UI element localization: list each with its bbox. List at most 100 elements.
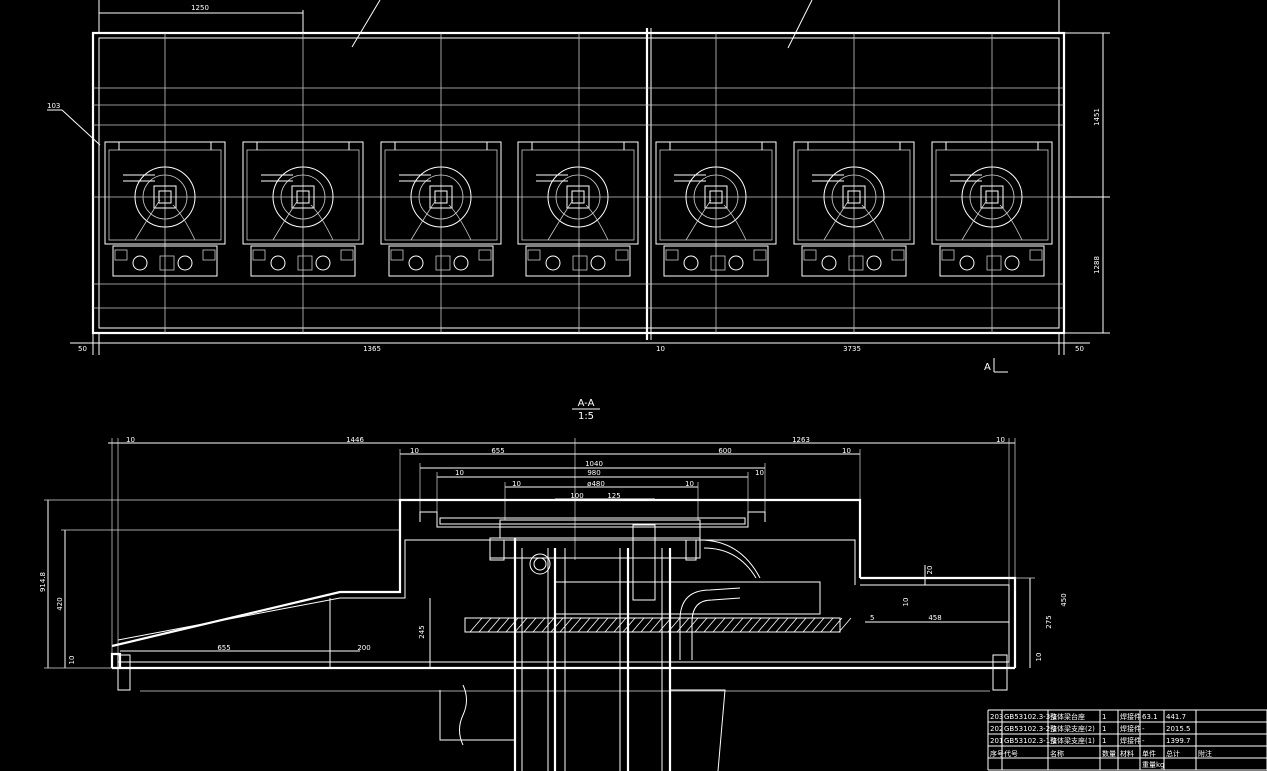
- hatch-line: [784, 617, 798, 633]
- plan-outer-frame: [91, 31, 1066, 335]
- table-cell: 1: [1102, 713, 1106, 721]
- pipe-elbow-outer: [679, 587, 741, 660]
- hatch-line: [532, 617, 546, 633]
- support-box: [554, 581, 821, 615]
- equipment-units: [104, 141, 1053, 277]
- table-cell: 焊接件: [1120, 724, 1141, 733]
- hatch-line: [559, 617, 573, 633]
- table-header-cell: 序号: [990, 749, 1004, 758]
- hatch-line: [469, 617, 483, 633]
- table-header-cell: 材料: [1120, 749, 1134, 758]
- right-box: [860, 576, 1017, 668]
- cover-plate: [419, 511, 766, 528]
- hatch-line: [802, 617, 816, 633]
- table-cell: 202: [990, 725, 1003, 733]
- table-header-cell: 附注: [1198, 749, 1212, 758]
- section-view: A-A 1:5 10 1446 1263 10 10 655 600 10 10…: [39, 398, 1068, 771]
- section-title: A-A: [578, 398, 595, 409]
- dim-600: 600: [718, 447, 731, 455]
- break-line: [459, 684, 467, 746]
- dim-458: 458: [928, 614, 941, 622]
- dim-125: 125: [607, 492, 620, 500]
- table-cell: 1: [1102, 737, 1106, 745]
- dim-100: 100: [570, 492, 583, 500]
- cover-outline: [111, 498, 862, 648]
- table-cell: GB53102.3-3-1: [1004, 713, 1057, 721]
- left-foot: [110, 652, 122, 668]
- dim-10-c: 10: [410, 447, 419, 455]
- dim-10-e: 10: [455, 469, 464, 477]
- hatch-line: [595, 617, 609, 633]
- equipment-unit: [793, 141, 915, 277]
- table-cell: 整体梁支座(1): [1050, 736, 1095, 745]
- hatch-line: [667, 617, 681, 633]
- hatch-line: [550, 617, 564, 633]
- plan-grid: [93, 33, 1064, 333]
- bolt-right-small: [685, 539, 697, 561]
- dim-450: 450: [1060, 593, 1068, 606]
- hub-top: [499, 519, 701, 539]
- table-cell: GB53102.3-1-1: [1004, 737, 1057, 745]
- hatch-line: [775, 617, 789, 633]
- equipment-unit: [242, 141, 364, 277]
- dim-1365: 1365: [363, 345, 381, 353]
- dim-1446: 1446: [346, 436, 364, 444]
- hatch-line: [820, 617, 834, 633]
- hatch-line: [739, 617, 753, 633]
- dim-200: 200: [357, 644, 370, 652]
- right-box-inner: [860, 584, 1010, 662]
- table-cell: 63.1: [1142, 713, 1158, 721]
- hatch-line: [649, 617, 663, 633]
- dim-980: 980: [587, 469, 600, 477]
- table-cell: 201: [990, 737, 1003, 745]
- dim-10-a: 10: [126, 436, 135, 444]
- table-cell: 203: [990, 713, 1003, 721]
- dim-275: 275: [1045, 615, 1053, 628]
- beam-hatching: [469, 617, 852, 633]
- bolt-left: [489, 539, 505, 561]
- dim-20: 20: [926, 566, 934, 575]
- dim-10-j: 10: [902, 598, 910, 607]
- cover-inner: [117, 539, 856, 641]
- hatch-line: [577, 617, 591, 633]
- cable-2: [703, 547, 757, 579]
- cable: [699, 539, 761, 579]
- dim-10-k: 10: [1035, 653, 1043, 662]
- plan-view: 1250 103 1451 1288 50 1365 10 3735 50 A: [47, 0, 1110, 373]
- section-marker-a: A: [984, 362, 991, 373]
- dim-5: 5: [870, 614, 874, 622]
- hatch-line: [676, 617, 690, 633]
- dim-655-b: 655: [217, 644, 230, 652]
- table-header-cell: 总计: [1166, 749, 1180, 758]
- dim-10-f: 10: [755, 469, 764, 477]
- lower-right-block: [670, 689, 726, 771]
- hatch-line: [478, 617, 492, 633]
- table-cell: GB53102.3-2-1: [1004, 725, 1057, 733]
- hatch-line: [604, 617, 618, 633]
- equipment-unit: [104, 141, 226, 277]
- table-cell: -: [1142, 737, 1145, 745]
- hatch-line: [568, 617, 582, 633]
- dim-914: 914.8: [39, 572, 47, 592]
- table-header-cell: 单件: [1142, 749, 1156, 758]
- pipe-elbow-inner: [691, 597, 741, 660]
- leader-103: [61, 109, 101, 146]
- dim-50-left: 50: [78, 345, 87, 353]
- leader-top-1: [351, 0, 381, 48]
- dim-10-h: 10: [685, 480, 694, 488]
- lower-left-block: [439, 690, 515, 741]
- table-header-cell: 数量: [1102, 749, 1116, 758]
- dim-1263: 1263: [792, 436, 810, 444]
- hatch-line: [496, 617, 510, 633]
- hatch-line: [694, 617, 708, 633]
- dim-420: 420: [56, 597, 64, 610]
- hatch-line: [631, 617, 645, 633]
- table-cell: 2015.5: [1166, 725, 1191, 733]
- table-cell: 焊接件: [1120, 736, 1141, 745]
- hatch-line: [613, 617, 627, 633]
- dim-10-b: 10: [996, 436, 1005, 444]
- dim-655-a: 655: [491, 447, 504, 455]
- dim-10-i: 10: [68, 656, 76, 665]
